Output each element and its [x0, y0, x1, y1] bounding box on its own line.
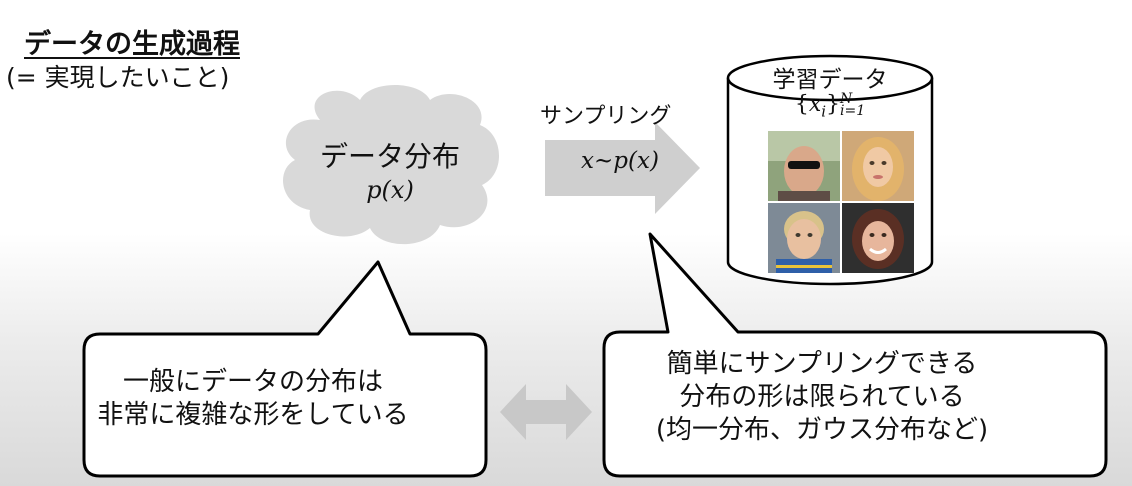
set-subscript: i — [821, 102, 827, 121]
face-image-smiling-woman — [842, 203, 914, 273]
right-bubble-text: 簡単にサンプリングできる 分布の形は限られている (均一分布、ガウス分布など) — [612, 348, 1032, 447]
right-bubble-line-2: 分布の形は限られている — [679, 382, 965, 412]
left-speech-bubble — [82, 260, 488, 478]
right-bubble-line-3: (均一分布、ガウス分布など) — [655, 415, 989, 445]
left-bubble-line-1: 一般にデータの分布は — [122, 367, 383, 397]
left-bubble-text: 一般にデータの分布は 非常に複雑な形をしている — [78, 366, 428, 432]
page-title: データの生成過程 — [24, 29, 240, 60]
set-superscript: N — [840, 91, 853, 107]
set-close-brace: } — [826, 92, 841, 117]
sampling-label: サンプリング — [540, 104, 672, 129]
data-distribution-cloud — [283, 85, 500, 245]
sampling-formula: x~p(x) — [581, 148, 659, 174]
right-bubble-line-1: 簡単にサンプリングできる — [666, 349, 978, 379]
face-image-grid — [768, 131, 914, 273]
face-image-man-sunglasses — [768, 131, 840, 201]
set-lower-index: i=1 — [840, 103, 866, 119]
cloud-math: p(x) — [366, 176, 414, 204]
training-data-title: 学習データ — [772, 67, 888, 93]
set-open-brace: { — [794, 92, 809, 117]
right-speech-bubble — [602, 232, 1108, 478]
sampling-arrow — [545, 122, 700, 214]
page-subtitle: (= 実現したいこと) — [6, 63, 230, 92]
face-image-boy — [768, 203, 840, 273]
cloud-label: データ分布 — [319, 140, 460, 173]
set-variable: x — [808, 92, 822, 117]
double-arrow — [500, 384, 592, 440]
face-image-blonde-woman — [842, 131, 914, 201]
left-bubble-line-2: 非常に複雑な形をしている — [97, 400, 409, 430]
